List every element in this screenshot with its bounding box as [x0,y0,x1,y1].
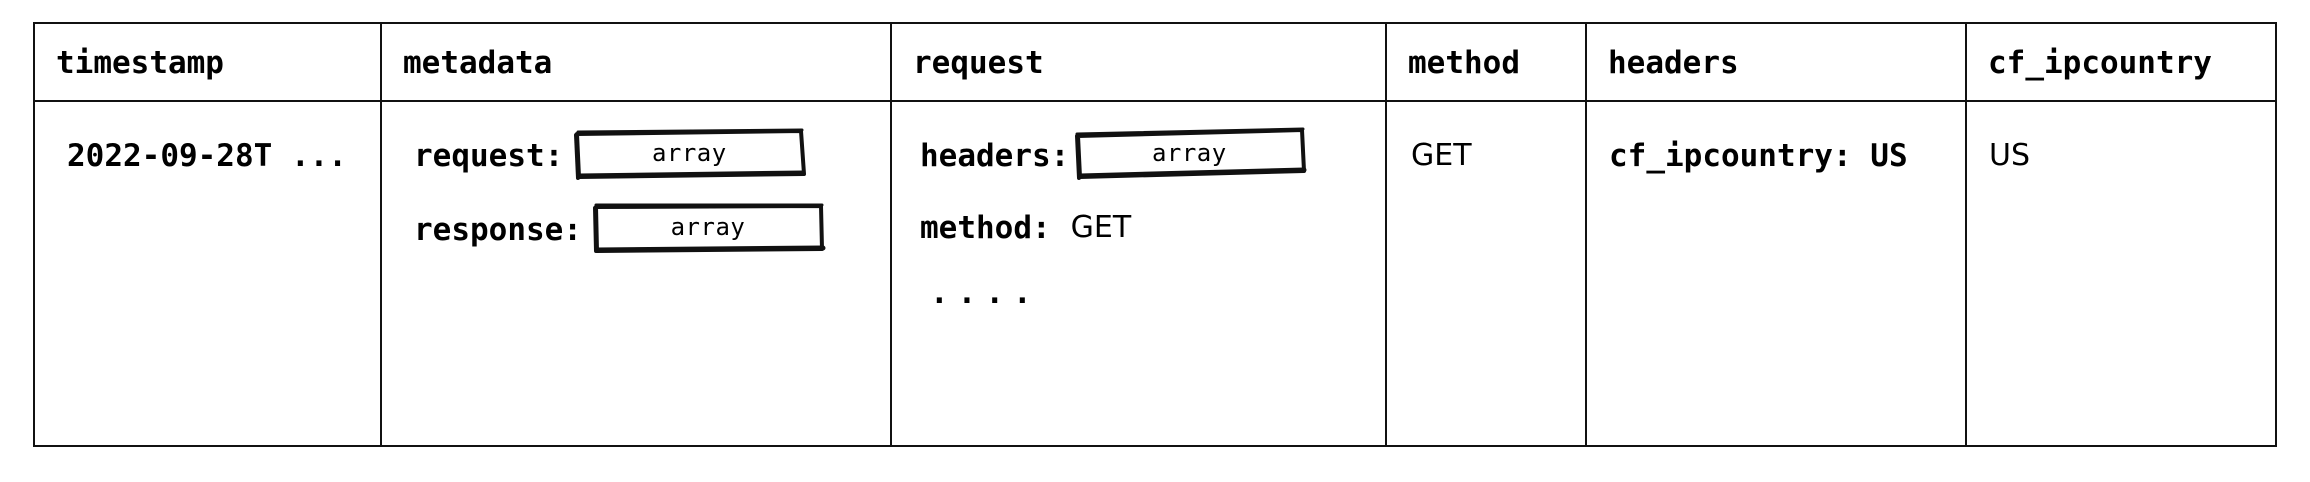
cell-method: GET [1385,100,1587,447]
method-value: GET [1411,138,1472,173]
cell-timestamp-inner: 2022-09-28T ... [35,102,380,421]
metadata-field-response-key: response: [414,212,582,248]
cell-timestamp: 2022-09-28T ... [33,100,382,447]
cell-request: headers: array [890,100,1387,447]
request-field-method: method: GET [920,200,1385,256]
request-ellipsis-row: .... [920,268,1385,318]
table-header: timestamp metadata request method header… [33,22,2277,102]
type-chip-array-label: array [670,213,746,241]
cell-headers: cf_ipcountry: US [1585,100,1967,447]
column-header-cf-ipcountry[interactable]: cf_ipcountry [1965,22,2277,102]
column-header-method-label: method [1408,45,1520,81]
type-chip-array-label: array [651,139,727,167]
column-header-timestamp-label: timestamp [56,45,224,81]
column-header-request[interactable]: request [890,22,1387,102]
metadata-field-response: response: array [400,202,890,258]
cell-metadata-inner: request: array [382,102,890,421]
metadata-field-request: request: array [400,128,890,184]
type-chip-array[interactable]: array [1073,127,1307,180]
cell-metadata: request: array [380,100,892,447]
column-header-method[interactable]: method [1385,22,1587,102]
method-line: GET [1411,128,1585,184]
column-header-metadata-label: metadata [403,45,553,81]
column-header-cf-ipcountry-label: cf_ipcountry [1988,45,2212,81]
cell-cf-ipcountry: US [1965,100,2277,447]
request-field-method-key: method: [920,210,1051,246]
cell-headers-inner: cf_ipcountry: US [1587,102,1965,421]
ellipsis-text: .... [930,275,1041,311]
type-chip-array[interactable]: array [573,127,807,180]
type-chip-array[interactable]: array [592,201,826,253]
column-header-headers-label: headers [1608,45,1739,81]
metadata-field-request-key: request: [414,138,564,174]
sketch-rectangle-icon [1075,127,1307,180]
cf-ipcountry-value: US [1989,138,2031,173]
timestamp-value: 2022-09-28T ... [67,138,347,174]
sketch-rectangle-icon [592,203,826,253]
headers-value: cf_ipcountry: US [1609,138,1908,174]
column-header-headers[interactable]: headers [1585,22,1967,102]
cell-request-inner: headers: array [892,102,1385,421]
schema-table-wrapper: timestamp metadata request method header… [33,22,2277,447]
column-header-metadata[interactable]: metadata [380,22,892,102]
type-chip-array-label: array [1151,139,1227,167]
column-header-request-label: request [913,45,1044,81]
column-header-timestamp[interactable]: timestamp [33,22,382,102]
headers-line: cf_ipcountry: US [1609,128,1965,184]
sketch-rectangle-icon [574,128,807,180]
request-field-headers: headers: array [920,127,1385,184]
table-body: 2022-09-28T ... request: [33,100,2277,447]
cell-method-inner: GET [1387,102,1585,421]
cell-cf-ipcountry-inner: US [1967,102,2275,421]
timestamp-line: 2022-09-28T ... [53,128,380,184]
header-row: timestamp metadata request method header… [33,22,2277,102]
table-row: 2022-09-28T ... request: [33,100,2277,447]
schema-table: timestamp metadata request method header… [33,22,2277,447]
request-field-method-value: GET [1070,210,1132,245]
request-field-headers-key: headers: [920,138,1070,174]
cf-ipcountry-line: US [1989,128,2275,184]
